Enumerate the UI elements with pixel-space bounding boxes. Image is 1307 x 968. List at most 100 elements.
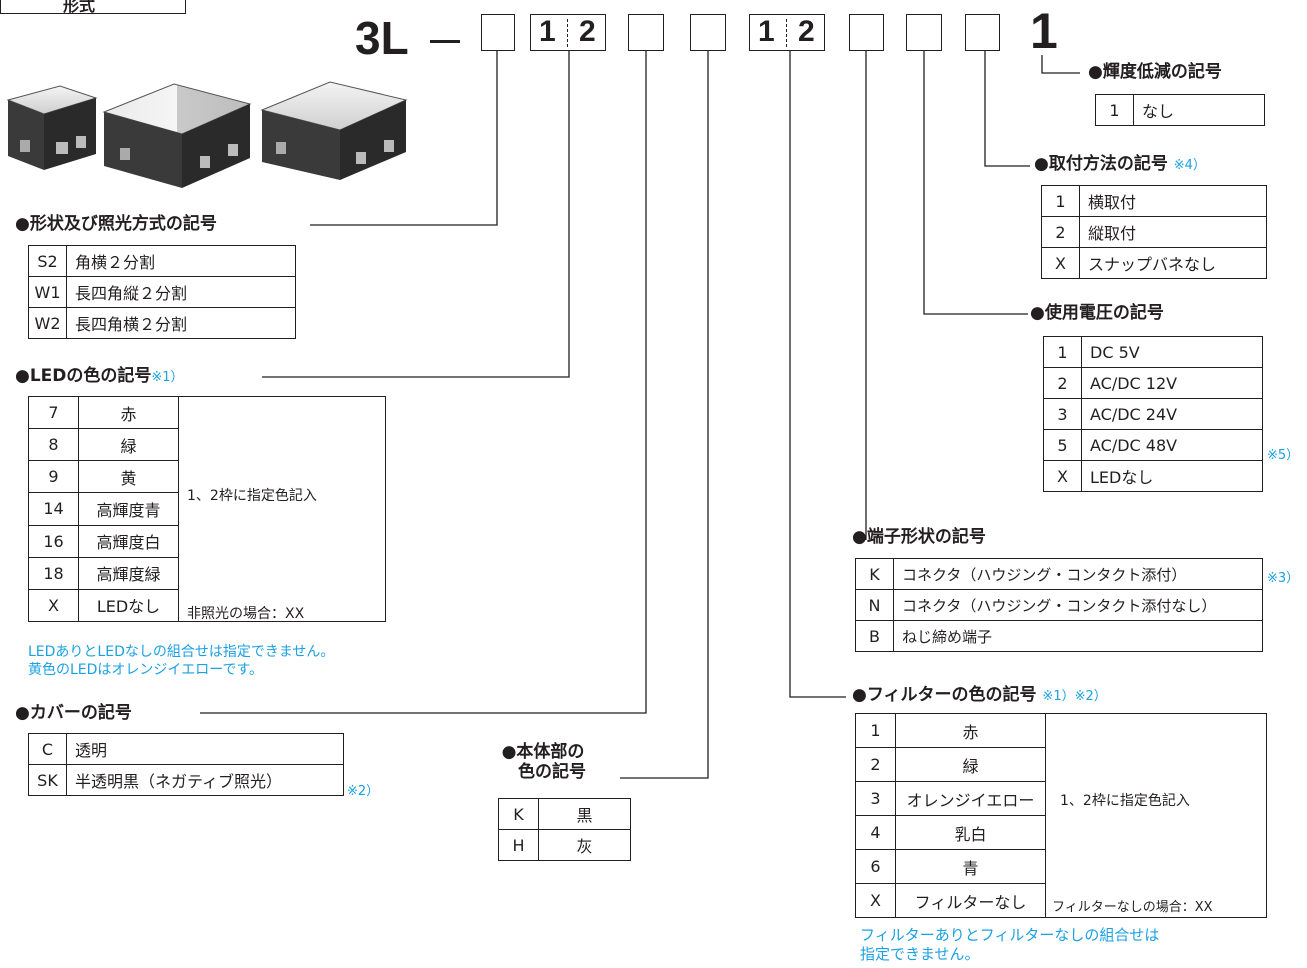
voltage-code: 1 — [1043, 336, 1082, 368]
brightness-code: 1 — [1095, 94, 1134, 126]
cover-heading: ●カバーの記号 — [15, 703, 132, 723]
line-body — [620, 51, 709, 779]
code-box-filter: 1 2 — [749, 14, 825, 51]
terminal-desc: コネクタ（ハウジング・コンタクト添付なし） — [893, 589, 1263, 621]
filter-desc: 緑 — [895, 747, 1046, 782]
led-desc: 緑 — [78, 428, 179, 462]
voltage-desc: AC/DC 12V — [1081, 367, 1263, 399]
filter-side-text: 1、2枠に指定色記入 — [1060, 793, 1190, 809]
code-box-mounting — [965, 14, 1000, 51]
code-box-led: 1 2 — [530, 14, 606, 51]
voltage-desc: LEDなし — [1081, 460, 1263, 492]
led-code: 16 — [28, 524, 79, 558]
led-side-text: 1、2枠に指定色記入 — [187, 488, 317, 504]
filter-code: X — [855, 883, 896, 918]
filter-desc: 赤 — [895, 713, 1046, 748]
led-code: 7 — [28, 395, 79, 430]
shape-desc: 長四角横２分割 — [66, 307, 296, 339]
mounting-desc: スナップバネなし — [1079, 247, 1267, 279]
body-heading-1: ●本体部の — [501, 742, 585, 762]
body-desc: 黒 — [538, 798, 631, 830]
led-desc: 黄 — [78, 460, 179, 494]
body-code: H — [498, 829, 539, 861]
led-footnote-1: LEDありとLEDなしの組合せは指定できません。 — [28, 644, 335, 660]
model-prefix: 3L — [355, 12, 409, 64]
filter-footnote-2: 指定できません。 — [860, 945, 980, 963]
mounting-code: 2 — [1041, 216, 1080, 248]
led-desc: 赤 — [78, 395, 179, 430]
body-desc: 灰 — [538, 829, 631, 861]
shape-code: W2 — [28, 307, 67, 339]
filter-desc: 乳白 — [895, 815, 1046, 850]
line-shape — [310, 51, 498, 226]
led-heading-note: ※1） — [151, 370, 184, 385]
mounting-heading-text: ●取付方法の記号 — [1034, 154, 1168, 174]
table-row: 7 赤 1、2枠に指定色記入 非照光の場合：XX — [28, 395, 386, 622]
mounting-code: X — [1041, 247, 1080, 279]
shape-code: S2 — [28, 245, 67, 277]
line-voltage — [923, 51, 1028, 315]
filter-desc: オレンジイエロー — [895, 781, 1046, 816]
mounting-desc: 縦取付 — [1079, 216, 1267, 248]
line-led — [262, 51, 570, 378]
terminal-code: B — [855, 620, 894, 652]
led-footnote: LEDありとLEDなしの組合せは指定できません。 黄色のLEDはオレンジイエロー… — [28, 643, 334, 679]
led-desc: 高輝度緑 — [78, 556, 179, 590]
code-box-terminal — [849, 14, 884, 51]
brightness-digit: 1 — [1030, 3, 1058, 59]
led-code: 8 — [28, 428, 79, 462]
body-heading: ●本体部の 色の記号 — [500, 742, 586, 782]
header-tab: 形式 — [0, 0, 186, 15]
led-side-bottom: 非照光の場合：XX — [187, 606, 305, 622]
led-desc: 高輝度青 — [78, 492, 179, 526]
filter-digit-1: 1 — [758, 15, 775, 48]
mounting-code: 1 — [1041, 185, 1080, 217]
brightness-heading: ●輝度低減の記号 — [1088, 62, 1222, 82]
header-tab-label: 形式 — [63, 0, 96, 15]
switch-medium — [102, 83, 252, 188]
filter-code: 2 — [855, 747, 896, 782]
led-digit-divider — [567, 19, 568, 47]
voltage-row-note: ※5） — [1267, 448, 1300, 463]
led-code: X — [28, 588, 79, 623]
terminal-desc: コネクタ（ハウジング・コンタクト添付） — [893, 558, 1263, 590]
code-box-shape — [481, 14, 515, 51]
filter-side-cell: 1、2枠に指定色記入 フィルターなしの場合：XX — [1045, 713, 1267, 918]
switch-small — [6, 85, 98, 170]
filter-heading-note: ※1）※2） — [1042, 689, 1107, 704]
model-dash — [430, 40, 460, 43]
terminal-row-note: ※3） — [1267, 571, 1300, 586]
led-desc: LEDなし — [78, 588, 179, 623]
led-digit-2: 2 — [579, 15, 596, 48]
filter-code: 6 — [855, 849, 896, 884]
brightness-desc: なし — [1133, 94, 1265, 126]
filter-side-bottom: フィルターなしの場合：XX — [1052, 900, 1213, 915]
code-box-voltage — [906, 14, 942, 51]
code-box-body — [690, 14, 726, 51]
led-code: 9 — [28, 460, 79, 494]
cover-desc: 透明 — [66, 733, 344, 765]
led-heading-text: ●LEDの色の記号 — [15, 366, 152, 386]
voltage-code: 5 — [1043, 429, 1082, 461]
filter-heading-text: ●フィルターの色の記号 — [852, 685, 1037, 705]
filter-desc: フィルターなし — [895, 883, 1046, 918]
cover-code: C — [28, 733, 67, 765]
